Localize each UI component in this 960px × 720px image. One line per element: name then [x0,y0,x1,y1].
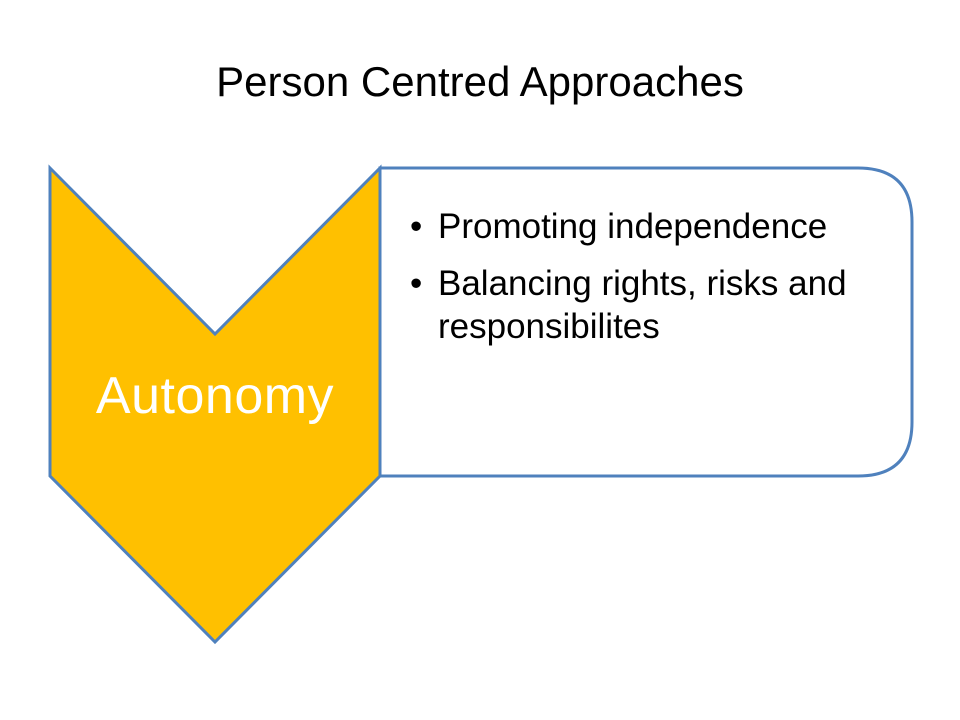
bullet-glyph: • [410,264,423,303]
bullet-list: • Promoting independence • Balancing rig… [410,205,905,362]
list-item: • Balancing rights, risks and responsibi… [410,262,905,348]
slide-title: Person Centred Approaches [216,58,744,105]
list-item-text: Promoting independence [438,207,828,246]
chevron-label: Autonomy [95,367,335,425]
content-box [378,166,914,478]
list-item-text: Balancing rights, risks and responsibili… [438,264,847,346]
chevron-shape [48,164,382,645]
bullet-glyph: • [410,207,423,246]
list-item: • Promoting independence [410,205,905,248]
